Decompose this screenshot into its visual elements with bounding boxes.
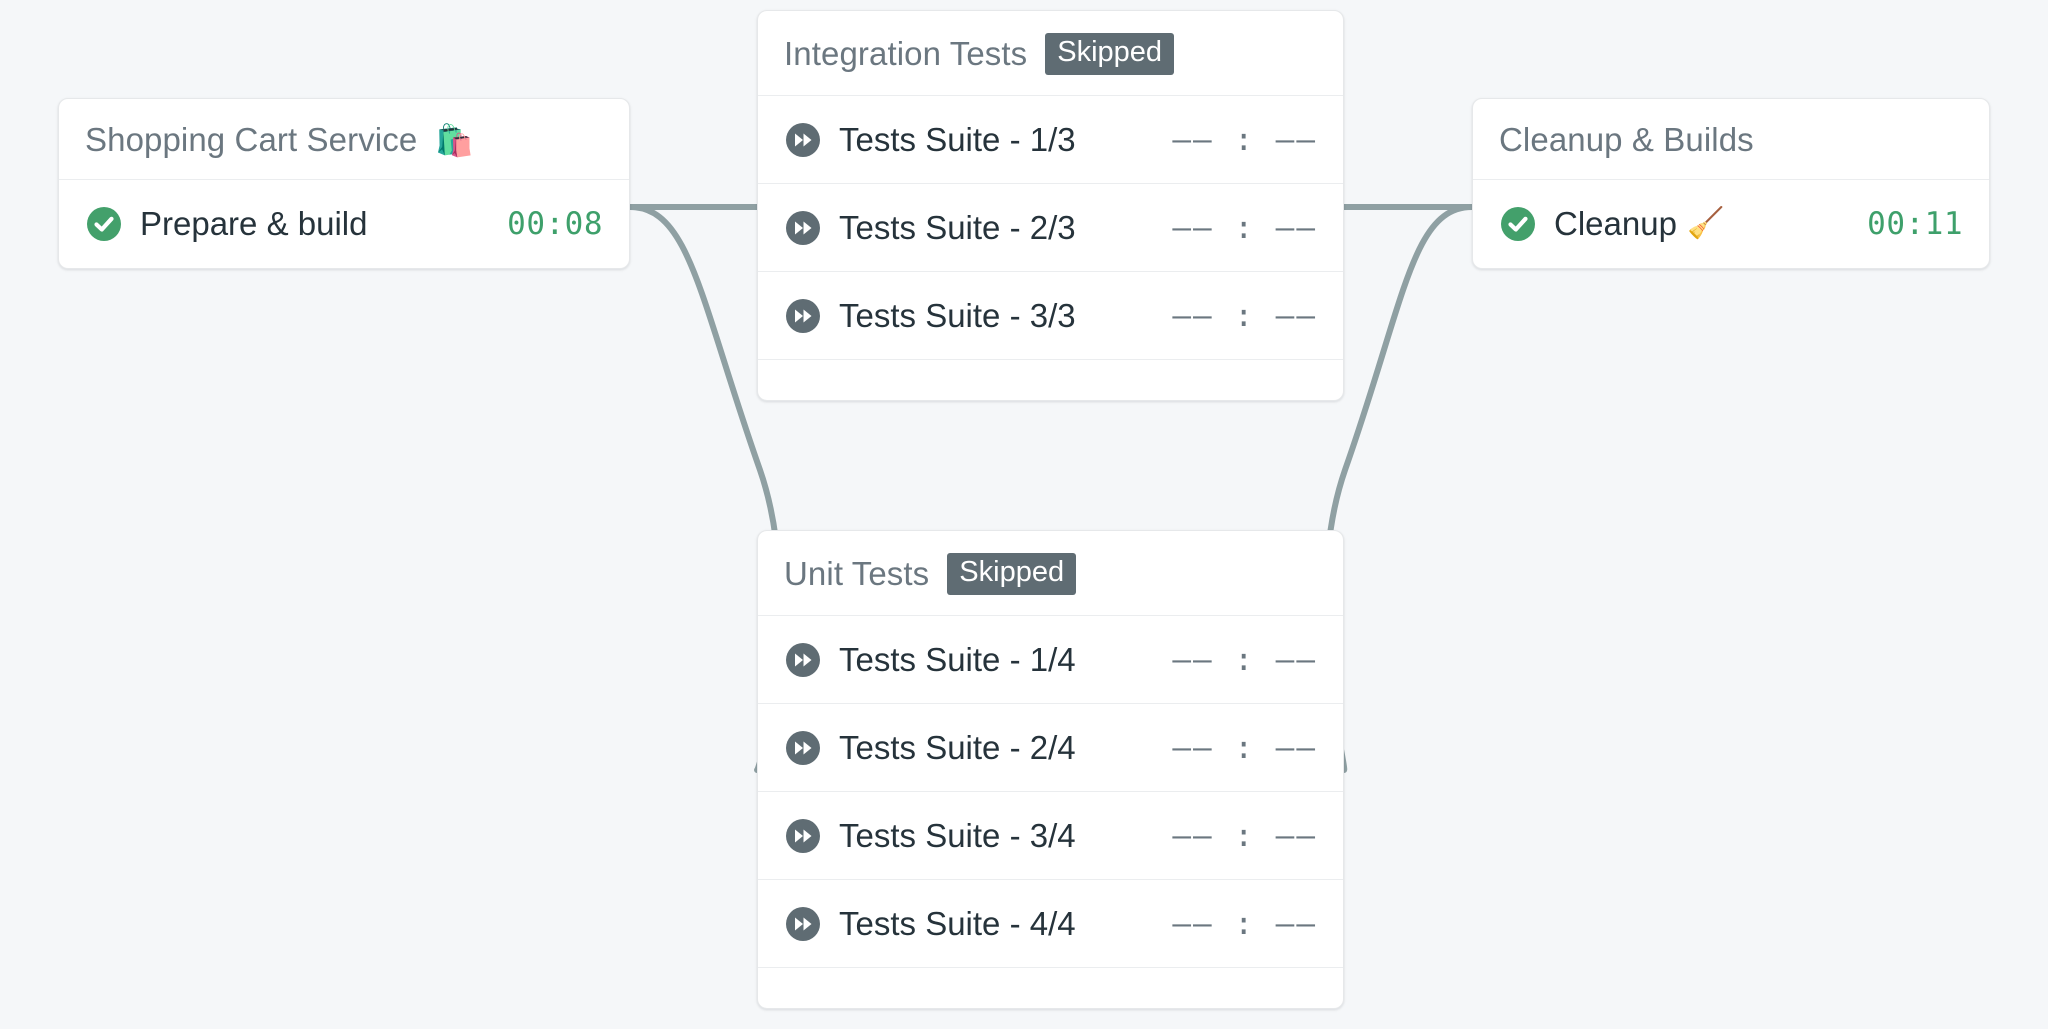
node-header: Cleanup & Builds	[1473, 99, 1989, 180]
job-duration: –– : ––	[1172, 729, 1317, 766]
node-title: Shopping Cart Service	[85, 121, 418, 158]
job-row[interactable]: Cleanup 🧹 00:11	[1473, 180, 1989, 268]
node-unit-tests[interactable]: Unit Tests Skipped Tests Suite - 1/4 –– …	[757, 530, 1344, 1010]
node-title: Cleanup & Builds	[1499, 121, 1754, 158]
job-row[interactable]: Tests Suite - 4/4 –– : ––	[758, 880, 1343, 969]
job-duration: 00:08	[507, 206, 603, 242]
job-label: Tests Suite - 1/3	[839, 120, 1076, 158]
node-footer-spacer	[758, 968, 1343, 1008]
job-label: Tests Suite - 2/4	[839, 728, 1076, 766]
edge-unit-to-cleanup	[1322, 204, 1475, 773]
skip-forward-icon	[784, 729, 822, 767]
node-title: Unit Tests	[784, 555, 930, 593]
job-label: Tests Suite - 3/3	[839, 296, 1076, 334]
job-duration: –– : ––	[1172, 817, 1317, 854]
job-row[interactable]: Prepare & build 00:08	[59, 180, 629, 268]
job-duration: –– : ––	[1172, 297, 1317, 334]
job-label: Prepare & build	[140, 205, 368, 242]
job-row[interactable]: Tests Suite - 1/4 –– : ––	[758, 616, 1343, 705]
job-label: Tests Suite - 1/4	[839, 640, 1076, 678]
node-header: Integration Tests Skipped	[758, 11, 1343, 97]
job-label: Tests Suite - 2/3	[839, 208, 1076, 246]
job-row[interactable]: Tests Suite - 3/4 –– : ––	[758, 792, 1343, 881]
job-row[interactable]: Tests Suite - 1/3 –– : ––	[758, 96, 1343, 185]
node-header: Shopping Cart Service 🛍️	[59, 99, 629, 180]
skip-forward-icon	[784, 121, 822, 159]
job-row[interactable]: Tests Suite - 2/4 –– : ––	[758, 704, 1343, 793]
node-shopping-cart-service[interactable]: Shopping Cart Service 🛍️ Prepare & build…	[58, 98, 630, 269]
skip-forward-icon	[784, 209, 822, 247]
status-badge: Skipped	[1045, 33, 1175, 76]
job-duration: –– : ––	[1172, 209, 1317, 246]
check-circle-icon	[1499, 205, 1537, 243]
node-footer-spacer	[758, 360, 1343, 400]
node-integration-tests[interactable]: Integration Tests Skipped Tests Suite - …	[757, 10, 1344, 402]
skip-forward-icon	[784, 641, 822, 679]
node-title: Integration Tests	[784, 35, 1028, 73]
node-header: Unit Tests Skipped	[758, 531, 1343, 617]
job-label: Tests Suite - 4/4	[839, 904, 1076, 942]
job-duration: –– : ––	[1172, 641, 1317, 678]
broom-emoji: 🧹	[1686, 207, 1725, 240]
job-duration: 00:11	[1867, 206, 1963, 242]
job-duration: –– : ––	[1172, 121, 1317, 158]
node-cleanup-builds[interactable]: Cleanup & Builds Cleanup 🧹 00:11	[1472, 98, 1990, 269]
shopping-bags-emoji: 🛍️	[435, 122, 474, 158]
job-row[interactable]: Tests Suite - 2/3 –– : ––	[758, 184, 1343, 273]
job-label: Tests Suite - 3/4	[839, 816, 1076, 854]
job-duration: –– : ––	[1172, 905, 1317, 942]
job-label: Cleanup	[1554, 205, 1677, 242]
skip-forward-icon	[784, 297, 822, 335]
status-badge: Skipped	[947, 553, 1077, 596]
skip-forward-icon	[784, 905, 822, 943]
check-circle-icon	[85, 205, 123, 243]
job-row[interactable]: Tests Suite - 3/3 –– : ––	[758, 272, 1343, 361]
skip-forward-icon	[784, 817, 822, 855]
